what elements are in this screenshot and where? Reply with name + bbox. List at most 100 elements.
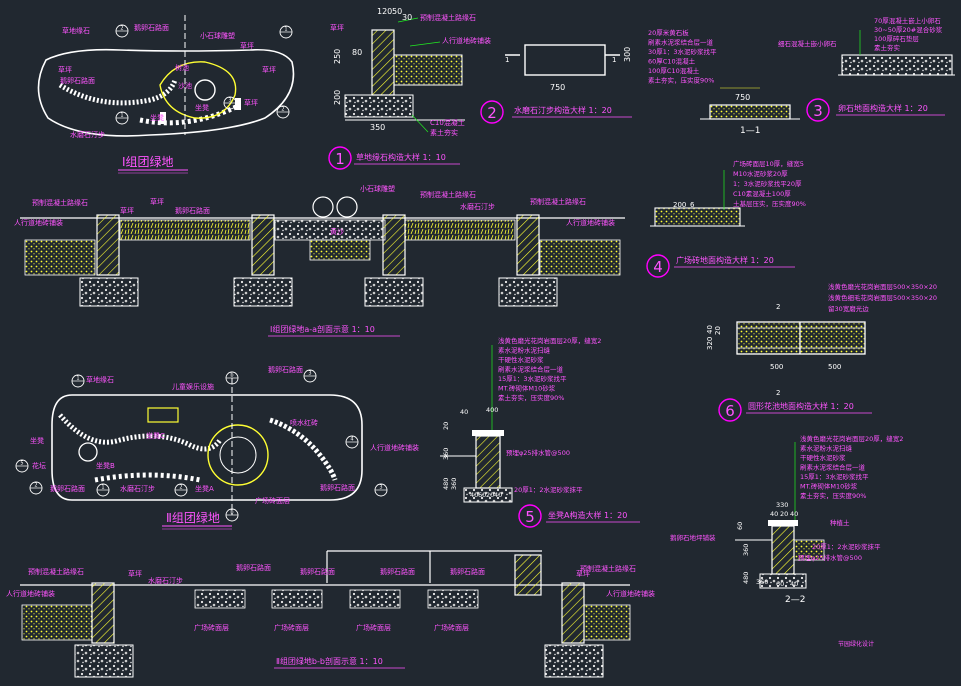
detail-5-dimension: 20 bbox=[442, 422, 450, 430]
plan-2-outline bbox=[51, 394, 363, 501]
section-b-label: 鹅卵石路面 bbox=[236, 563, 271, 572]
plan-2-flower-bed bbox=[78, 442, 98, 462]
detail-5-dimension: 400 bbox=[486, 406, 498, 414]
plan-1-label: 树池 bbox=[175, 63, 189, 72]
detail-1-soil bbox=[393, 54, 463, 86]
section-b-soil-1 bbox=[21, 604, 93, 641]
detail-5-footing bbox=[463, 487, 513, 503]
detail-4-label: 1：3水泥砂浆找平20厚 bbox=[733, 179, 802, 188]
detail-4-label: C10素混凝土100厚 bbox=[733, 189, 791, 198]
detail-1-number-circle bbox=[328, 146, 352, 170]
detail-3-number: 3 bbox=[813, 102, 823, 120]
detail-1-number: 1 bbox=[335, 150, 345, 168]
section-a-label: 人行道地砖铺装 bbox=[566, 218, 615, 227]
plan-1-label: 坐凳 bbox=[195, 103, 209, 112]
plan-1-bench-right bbox=[235, 98, 241, 110]
section-marker-number: 2 bbox=[120, 26, 123, 32]
detail-1-1-label: 100厚C10混凝土 bbox=[648, 66, 700, 75]
detail-1-dimension: 80 bbox=[352, 48, 362, 57]
detail-1-1-dimension: 750 bbox=[735, 93, 750, 102]
detail-5-label: 15厚1：3水泥砂浆找平 bbox=[498, 374, 567, 383]
detail-5-seat-body bbox=[475, 435, 501, 489]
detail-4-label: M10水泥砂浆20厚 bbox=[733, 169, 788, 178]
detail-1-1-label: 素土夯实，压实度90% bbox=[648, 76, 714, 85]
detail-1-1-label: 30厚1：3水泥砂浆找平 bbox=[648, 47, 717, 56]
detail-4-label: 广场砖面层10厚，缝宽5 bbox=[733, 159, 804, 168]
detail-5-dimension: 360 bbox=[442, 448, 450, 460]
plan-2-label: 坐凳 bbox=[30, 436, 44, 445]
section-b-label: 草坪 bbox=[576, 569, 590, 578]
section-a-soil-1 bbox=[24, 239, 96, 276]
section-marker-number: b bbox=[230, 373, 233, 379]
detail-5-dimension: 40 bbox=[460, 408, 468, 416]
detail-2-marker: 1 bbox=[505, 56, 509, 64]
detail-6-dimension: 500 bbox=[828, 363, 841, 371]
detail-2-title: 水磨石汀步构造大样 1：20 bbox=[514, 105, 612, 115]
section-a-curb-2 bbox=[251, 214, 275, 276]
detail-1-1-label: 60厚C10混凝土 bbox=[648, 57, 696, 66]
detail-3-label: 素土夯实 bbox=[874, 43, 901, 52]
detail-2-2-label: 素水泥粉水泥扫缝 bbox=[800, 444, 853, 453]
detail-1-dimension: 30 bbox=[402, 13, 412, 22]
plan-1-outline bbox=[37, 48, 295, 137]
detail-2-2-label: 20厚1：2水泥砂浆抹平 bbox=[812, 542, 881, 551]
detail-6-marker: 2 bbox=[776, 389, 780, 397]
plan-1-label: 鹅卵石路面 bbox=[134, 23, 169, 32]
detail-4-title: 广场砖地面构造大样 1：20 bbox=[676, 255, 774, 265]
plan-1-label: 草地缘石 bbox=[62, 26, 90, 35]
section-b-soil-2 bbox=[583, 604, 631, 641]
detail-6-pavers bbox=[736, 321, 866, 355]
footer-note: 节园绿化设计 bbox=[838, 640, 874, 648]
detail-5-seat-top bbox=[472, 430, 504, 436]
detail-2-2-seat-body bbox=[771, 525, 795, 575]
detail-6-group bbox=[736, 321, 866, 355]
detail-3-label: 100厚碎石垫层 bbox=[874, 34, 919, 43]
section-a-label: 预制混凝土路缘石 bbox=[530, 197, 586, 206]
detail-6-dimension: 500 bbox=[770, 363, 783, 371]
detail-5-number: 5 bbox=[525, 508, 535, 526]
detail-4-number: 4 bbox=[653, 258, 663, 276]
plan-2-label: 鹅卵石路面 bbox=[268, 365, 303, 374]
detail-number-circles: 1 2 3 4 5 6 bbox=[328, 98, 830, 528]
plan-1-label: 沙池 bbox=[178, 81, 192, 90]
section-a-label: 小石球雕塑 bbox=[360, 184, 395, 193]
section-b-label: 广场砖面层 bbox=[434, 623, 469, 632]
section-a-label: 鹅卵石路面 bbox=[175, 206, 210, 215]
section-marker-number: 1 bbox=[120, 113, 123, 119]
section-marker-number: 2 bbox=[179, 485, 182, 491]
detail-5-label: 刷素水泥浆结合层一道 bbox=[498, 365, 564, 374]
section-b-curb-2 bbox=[561, 582, 585, 644]
detail-5-label: MT.砖砌体M10砂浆 bbox=[498, 384, 556, 393]
section-marker-number: 2 bbox=[281, 107, 284, 113]
plan-2-label: 鹅卵石路面 bbox=[320, 483, 355, 492]
plan-1-label: 水磨石汀步 bbox=[70, 130, 105, 139]
detail-5-label: 素土夯实，压实度90% bbox=[498, 393, 564, 402]
detail-5-dimension: 480 bbox=[442, 478, 450, 490]
section-a-label: 草坪 bbox=[120, 206, 134, 215]
plan-1-group bbox=[37, 15, 295, 137]
detail-3-label: 70厚混凝土嵌上小卵石 bbox=[874, 16, 941, 25]
section-a-soil-2 bbox=[119, 219, 251, 241]
detail-2-2-dimension: 60 bbox=[776, 580, 784, 588]
plan-2-label: 广场砖面层 bbox=[255, 496, 290, 505]
section-marker-number: 3 bbox=[379, 485, 382, 491]
plan-2-label: 草地缘石 bbox=[86, 375, 114, 384]
section-b-paving-3 bbox=[349, 589, 401, 609]
detail-2-dimension: 300 bbox=[623, 47, 632, 62]
detail-1-label: 人行道地砖铺装 bbox=[442, 36, 491, 45]
plan-1-label: 草坪 bbox=[58, 65, 72, 74]
detail-1-label: 预制混凝土路缘石 bbox=[420, 13, 476, 22]
detail-2-2-label: 素土夯实，压实度90% bbox=[800, 491, 866, 500]
detail-6-dimension: 320 bbox=[706, 337, 714, 350]
section-marker-number: 4 bbox=[350, 437, 353, 443]
section-a-label: 预制混凝土路缘石 bbox=[32, 198, 88, 207]
detail-5-dimension: 40 bbox=[470, 491, 478, 499]
detail-6-title: 圆形花池地面构造大样 1：20 bbox=[748, 401, 854, 411]
detail-2-2-dimension: 330 bbox=[776, 501, 788, 509]
section-marker-number: 1 bbox=[76, 376, 79, 382]
detail-2-2-dimension: 40 bbox=[790, 580, 798, 588]
detail-6-number: 6 bbox=[725, 402, 735, 420]
detail-4-layers bbox=[654, 207, 741, 227]
detail-2-2-footing bbox=[759, 573, 807, 589]
